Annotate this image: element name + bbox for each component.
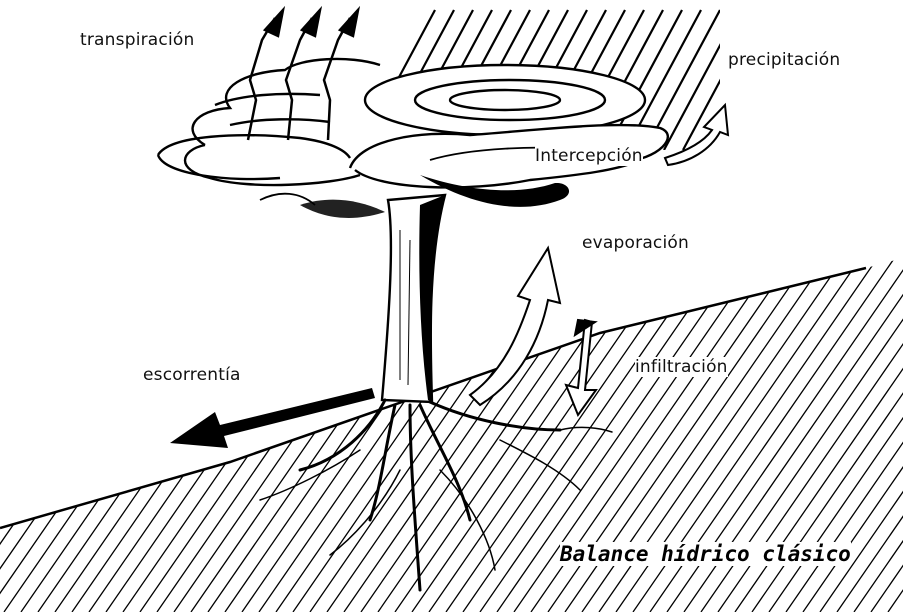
soil-hatch-line bbox=[0, 250, 135, 612]
soil-hatch-line bbox=[0, 250, 203, 612]
label-evaporacion: evaporación bbox=[582, 233, 689, 253]
tree-canopy bbox=[158, 59, 668, 187]
soil-hatch-line bbox=[888, 250, 903, 612]
label-transpiracion: transpiración bbox=[80, 30, 194, 50]
soil-hatch-line bbox=[242, 250, 492, 612]
rain-line bbox=[740, 10, 815, 150]
label-intercepcion: Intercepción bbox=[535, 146, 643, 166]
label-escorrentia: escorrentía bbox=[143, 365, 241, 385]
soil-hatch-line bbox=[140, 250, 390, 612]
evaporation-arrow bbox=[470, 248, 560, 405]
soil-hatch-line bbox=[225, 250, 475, 612]
label-infiltracion: infiltración bbox=[635, 357, 728, 377]
tree-trunk bbox=[382, 195, 445, 402]
soil-hatch-line bbox=[310, 250, 560, 612]
rain-line bbox=[759, 10, 834, 150]
soil-hatch-line bbox=[259, 250, 509, 612]
diagram-caption: Balance hídrico clásico bbox=[560, 542, 851, 566]
soil-hatch-line bbox=[38, 250, 288, 612]
soil-hatch-line bbox=[55, 250, 305, 612]
soil-hatch-line bbox=[0, 250, 101, 612]
interception-arrow bbox=[665, 105, 728, 165]
label-precipitacion: precipitación bbox=[728, 50, 840, 70]
soil-hatch-line bbox=[871, 250, 903, 612]
rain-line bbox=[721, 10, 796, 150]
soil-hatch-line bbox=[854, 250, 903, 612]
soil-hatch-line bbox=[123, 250, 373, 612]
soil-hatch-line bbox=[0, 250, 67, 612]
